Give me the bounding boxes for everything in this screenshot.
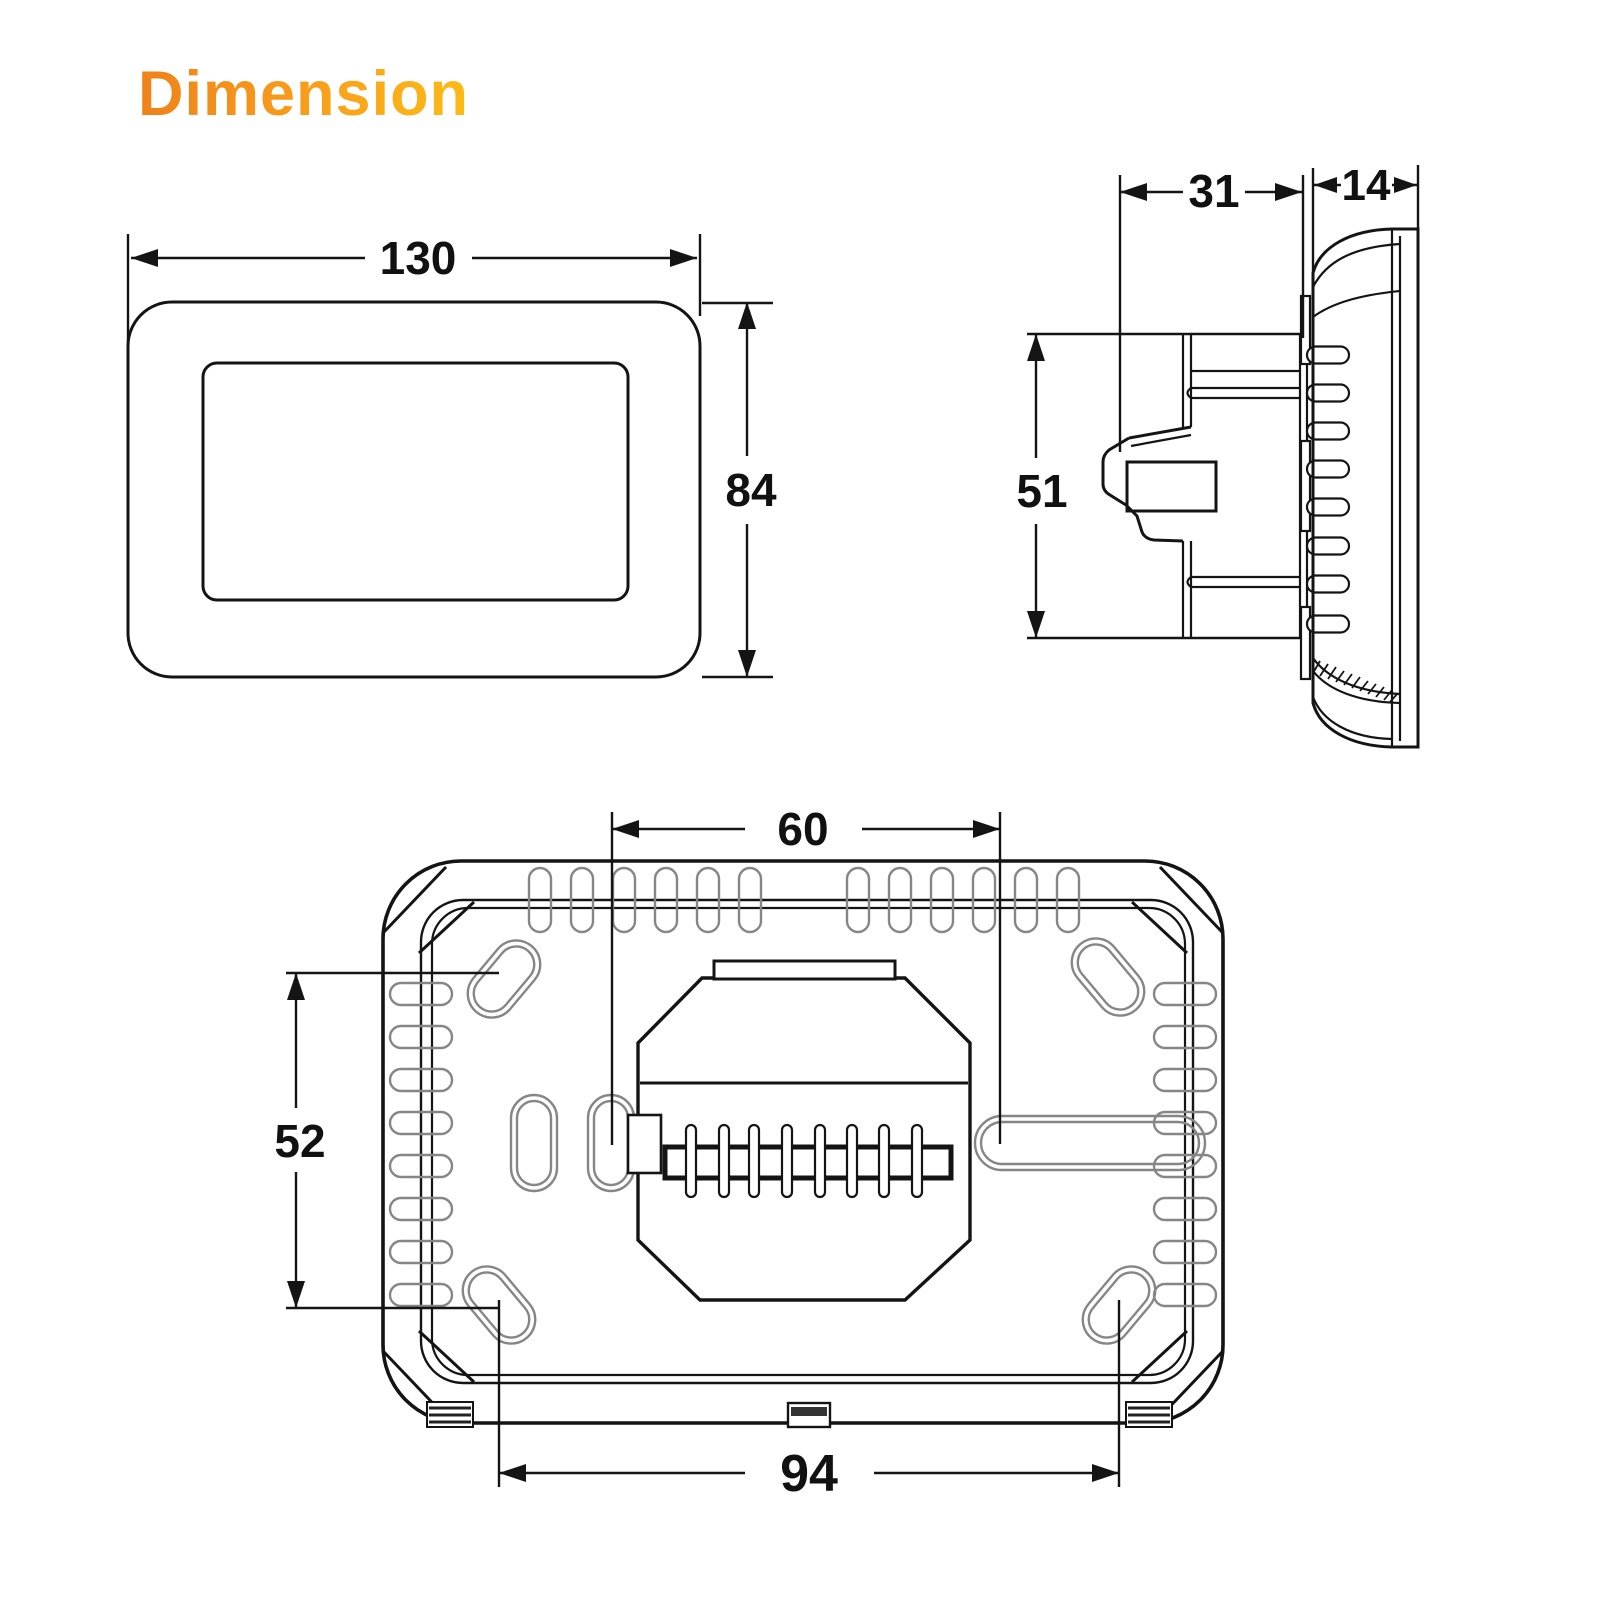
pin-rails — [1299, 294, 1312, 681]
arrowhead-up — [1027, 334, 1045, 361]
arrowhead-down — [287, 1281, 305, 1308]
arrowhead-left — [1120, 183, 1147, 201]
back-view: 60 52 94 — [274, 803, 1225, 1503]
terminal-pins — [684, 1123, 924, 1199]
front-screen-outline — [201, 361, 630, 602]
side-view: 31 14 51 — [1016, 161, 1420, 749]
mounting-hole-bottom-right — [1081, 1265, 1157, 1345]
vent-slots-left — [388, 981, 454, 1308]
hatch-marks — [1312, 660, 1399, 703]
octagon-top-tab — [712, 959, 897, 981]
dim-side-panel: 14 — [1311, 161, 1420, 282]
side-height-label: 51 — [1016, 465, 1067, 517]
dim-side-height: 51 — [1016, 334, 1068, 638]
terminal-block — [662, 1144, 954, 1181]
back-left-label: 52 — [274, 1115, 325, 1167]
clip-window — [1125, 460, 1218, 513]
dim-back-top: 60 — [610, 803, 1002, 1145]
side-panel-label: 14 — [1342, 161, 1391, 210]
arrowhead-left — [612, 820, 639, 838]
dim-front-height: 84 — [702, 301, 777, 679]
bottom-tabs — [426, 1401, 1173, 1429]
plate-left-edge-lower — [1181, 541, 1193, 638]
arrowhead-down — [1027, 611, 1045, 638]
back-inner-outline-2 — [430, 906, 1187, 1377]
mounting-hole-bottom-left — [461, 1265, 537, 1345]
arrowhead-left — [499, 1464, 526, 1482]
mounting-hole-top-right — [1070, 937, 1146, 1017]
dim-front-width: 130 — [126, 232, 702, 425]
dim-side-depth: 31 — [1118, 165, 1305, 452]
front-view: 130 84 — [126, 232, 777, 679]
back-inner-outline-1 — [419, 898, 1195, 1385]
arrowhead-right — [1275, 183, 1302, 201]
vent-slots-right — [1152, 981, 1218, 1308]
arrowhead-right — [973, 820, 1000, 838]
plate-left-edge-upper — [1181, 335, 1193, 427]
side-depth-label: 31 — [1188, 165, 1239, 217]
arrowhead-up — [287, 973, 305, 1000]
side-terminal-pins — [1305, 345, 1351, 634]
mounting-clip — [1101, 425, 1218, 543]
arrowhead-right — [1394, 177, 1417, 193]
back-top-label: 60 — [777, 803, 828, 855]
front-height-label: 84 — [725, 464, 777, 516]
dim-back-left: 52 — [274, 971, 499, 1310]
front-panel-details — [1311, 229, 1402, 747]
front-width-label: 130 — [380, 232, 457, 284]
plate-top-bottom-edges — [1027, 332, 1307, 640]
center-octagon — [626, 959, 972, 1302]
arrowhead-right — [670, 249, 697, 267]
front-body-outline — [126, 300, 702, 679]
back-bottom-label: 94 — [780, 1445, 838, 1503]
arrowhead-up — [738, 302, 756, 329]
vent-slots-top — [527, 866, 1081, 934]
octagon-side-notch — [626, 1113, 663, 1175]
arrowhead-left — [131, 249, 158, 267]
dim-back-bottom: 94 — [497, 1300, 1121, 1503]
arrowhead-right — [1092, 1464, 1119, 1482]
page-title: Dimension — [138, 59, 470, 129]
arrowhead-down — [738, 650, 756, 677]
long-pin-bars — [1186, 386, 1300, 589]
arrowhead-left — [1314, 177, 1337, 193]
mounting-hole-top-left — [466, 939, 542, 1019]
